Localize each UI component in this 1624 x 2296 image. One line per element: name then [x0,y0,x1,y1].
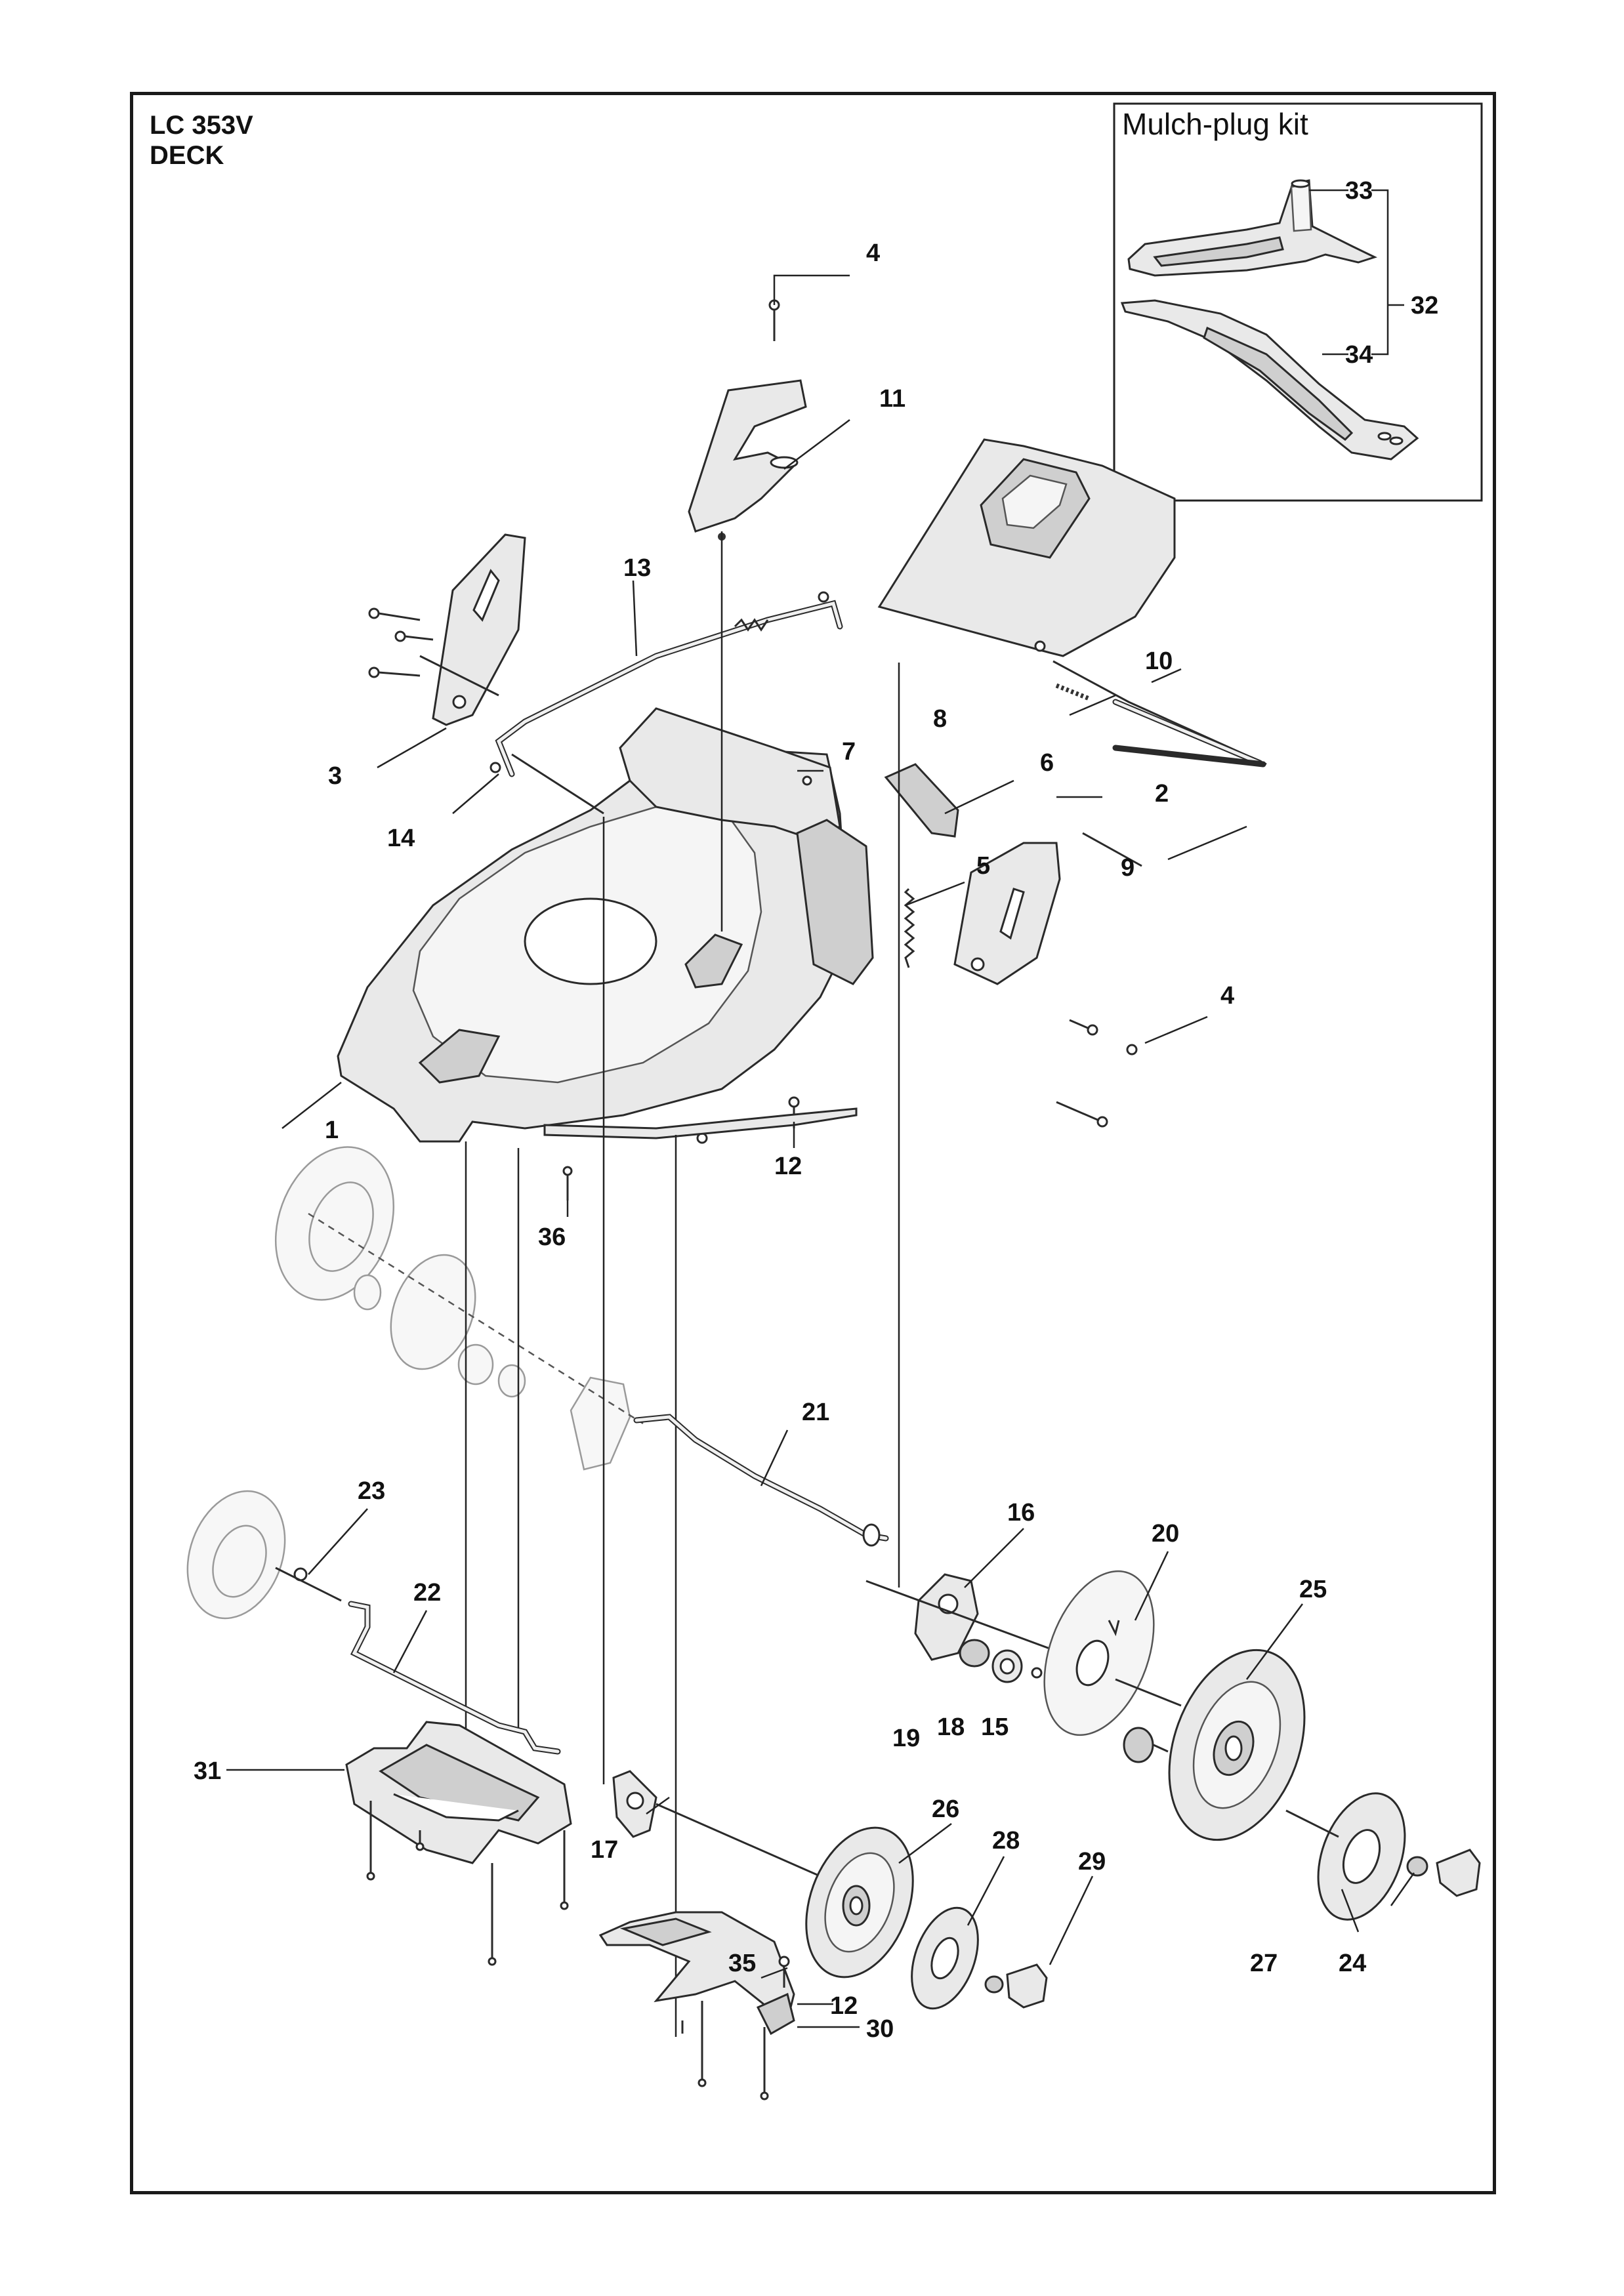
front-hubcap-part [911,1906,979,2010]
callout-3: 3 [328,762,342,790]
rear-hubcap-part [1317,1792,1406,1921]
callout-28: 28 [992,1827,1020,1855]
callout-22: 22 [413,1579,441,1607]
callout-13: 13 [623,554,651,582]
callout-6: 6 [1040,749,1054,777]
wheel-disc-part [1043,1570,1155,1736]
mulch-plug-part [1127,179,1378,277]
cable-bracket-part [884,763,959,838]
callout-14: 14 [387,825,415,852]
callout-23: 23 [358,1477,385,1505]
callout-20: 20 [1152,1520,1179,1548]
model-title: LC 353V [150,111,253,140]
callout-12-upper: 12 [774,1153,802,1180]
height-bracket-left-part [432,533,526,726]
callout-5: 5 [976,852,990,880]
leader-lines [226,274,1415,2028]
callout-9: 9 [1121,854,1135,882]
callout-21: 21 [802,1399,829,1426]
callout-7: 7 [842,738,856,766]
callout-30: 30 [866,2015,894,2043]
callout-12-lower: 12 [830,1992,858,2020]
callout-18: 18 [937,1713,965,1741]
callout-1: 1 [325,1117,339,1144]
callout-4-top: 4 [866,239,880,267]
height-bracket-right-part [953,842,1061,985]
deflector-part [598,1911,795,2036]
callout-29: 29 [1078,1848,1106,1876]
front-bracket-part [612,1770,657,1838]
handle-bracket-part [688,379,807,541]
diagram-frame [130,92,1496,2194]
callout-34: 34 [1345,341,1373,369]
ghost-left-rear-wheel [274,1146,644,1471]
callout-32: 32 [1411,292,1438,319]
rear-wheel-part [1168,1649,1306,1841]
callout-26: 26 [932,1795,959,1823]
front-wheel-part [805,1826,914,1978]
mulch-plug-kit-inset: Mulch-plug kit [1113,102,1483,502]
callout-31: 31 [194,1757,221,1785]
callout-27: 27 [1250,1950,1278,1977]
callout-8: 8 [933,705,947,733]
callout-10: 10 [1145,647,1173,675]
callout-24: 24 [1339,1950,1366,1977]
callout-25: 25 [1299,1576,1327,1603]
section-title: DECK [150,141,224,170]
callout-35: 35 [728,1950,756,1977]
blade-part [1120,299,1419,461]
callout-19: 19 [892,1725,920,1752]
callout-labels: 1 2 3 4 4 5 6 7 8 9 10 11 12 12 13 14 15… [194,177,1438,2043]
callout-15: 15 [981,1713,1009,1741]
callout-4-right: 4 [1220,982,1234,1010]
callout-2: 2 [1155,780,1169,808]
callout-11: 11 [879,385,906,413]
front-carrier-part [345,1721,572,1864]
carrier-screws [366,1801,569,1966]
deck-part [337,438,1176,1143]
ghost-left-front-wheel [186,1490,286,1620]
inset-title: Mulch-plug kit [1122,107,1308,141]
callout-17: 17 [591,1836,618,1864]
callout-33: 33 [1345,177,1373,205]
callout-36: 36 [538,1223,566,1251]
callout-16: 16 [1007,1499,1035,1527]
